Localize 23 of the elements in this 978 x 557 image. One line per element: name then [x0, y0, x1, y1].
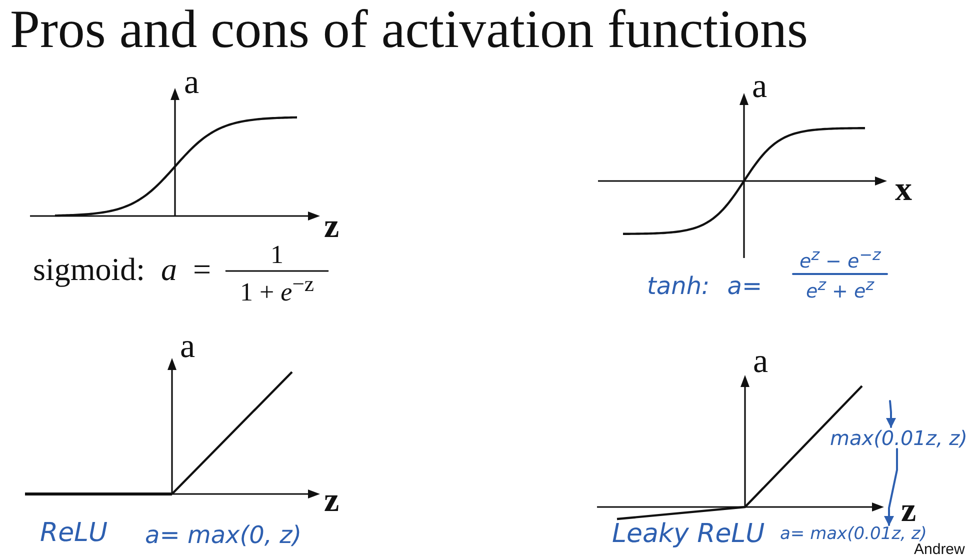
- axis-label: z: [324, 484, 340, 518]
- axis-label: a: [752, 70, 768, 104]
- fraction-numerator: e$^{z}$ − e$^{−z}$: [800, 247, 881, 272]
- axis-label: z: [324, 210, 340, 244]
- author-name: Andrew: [914, 542, 965, 557]
- fraction-denominator: e$^{z}$ + e$^{z}$: [806, 277, 874, 302]
- axis-label: a: [184, 66, 200, 100]
- handwritten-formula: a= max(0, z): [145, 523, 302, 547]
- handwritten-annotation: max(0.01z, z): [830, 428, 968, 448]
- handwritten-formula: tanh: a=: [647, 274, 762, 298]
- axis-label: x: [895, 173, 912, 207]
- handwritten-formula: a= max(0.01z, z): [780, 526, 927, 543]
- formula-label: sigmoid: a =: [33, 253, 212, 285]
- fraction-denominator: 1 + e$^{−z}$: [240, 274, 314, 306]
- handwritten-label: ReLU: [40, 520, 108, 546]
- handwritten-label: Leaky ReLU: [612, 521, 765, 547]
- axis-label: z: [901, 494, 916, 528]
- arrow: [886, 400, 896, 428]
- slide-title: Pros and cons of activation functions: [10, 2, 808, 57]
- arrow: [884, 448, 898, 526]
- axis-label: a: [753, 345, 768, 379]
- fraction-numerator: 1: [270, 242, 284, 268]
- axis-label: a: [180, 330, 196, 364]
